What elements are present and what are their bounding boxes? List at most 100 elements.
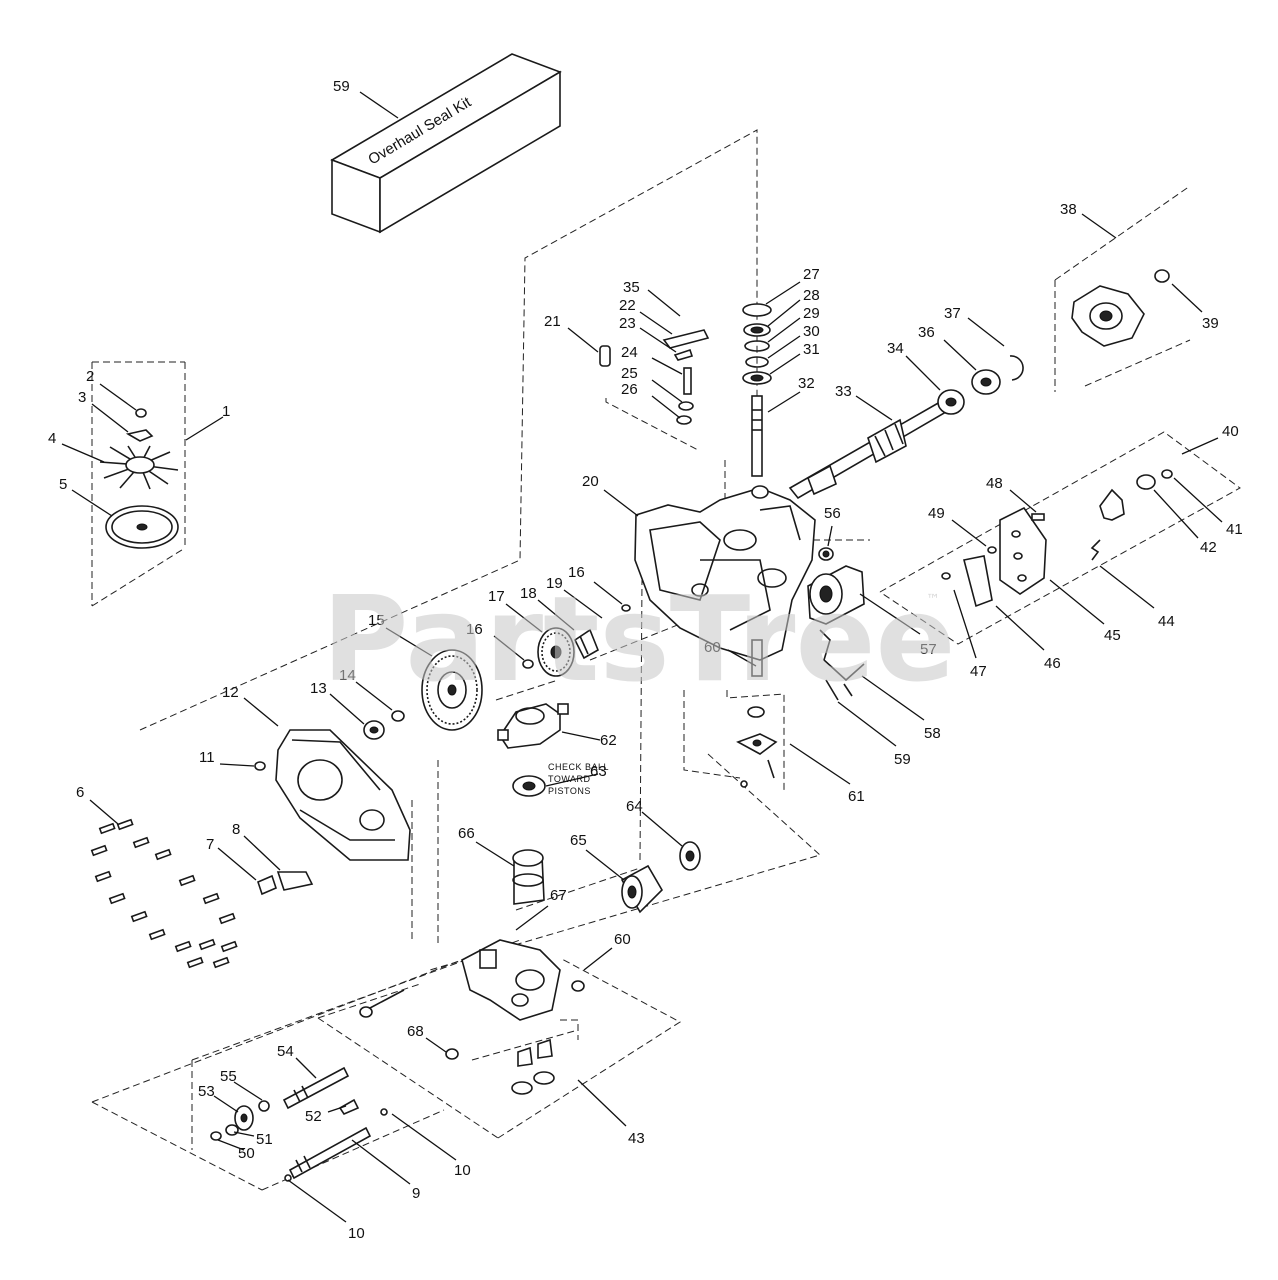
leader-41 [1173, 477, 1223, 523]
leader-31 [769, 353, 801, 375]
leader-2 [99, 383, 137, 411]
leader-46 [995, 605, 1045, 651]
callout-41: 41 [1226, 521, 1243, 538]
leader-19 [563, 589, 603, 619]
callout-15: 15 [368, 612, 385, 629]
leader-18 [537, 599, 575, 631]
leader-33 [855, 395, 893, 421]
leader-32 [767, 391, 801, 413]
callout-28: 28 [803, 287, 820, 304]
leader-23 [639, 327, 677, 353]
callout-49: 49 [928, 505, 945, 522]
leader-28 [767, 299, 801, 327]
main-housing [634, 485, 816, 677]
callout-60b: 60 [704, 639, 721, 656]
callout-43: 43 [628, 1130, 645, 1147]
callout-67: 66 [458, 825, 475, 842]
leader-38 [1081, 213, 1117, 239]
callout-25: 25 [621, 365, 638, 382]
leader-49 [951, 519, 987, 547]
callout-17: 17 [488, 588, 505, 605]
leader-61 [583, 947, 613, 971]
callout-23: 23 [619, 315, 636, 332]
leader-11 [219, 763, 255, 767]
callout-3: 3 [78, 389, 86, 406]
leader-58 [861, 675, 925, 721]
callout-35: 35 [623, 279, 640, 296]
callout-13: 13 [310, 680, 327, 697]
callout-31: 31 [803, 341, 820, 358]
leader-14 [355, 681, 393, 711]
callout-11: 11 [199, 749, 215, 766]
leader-16a [493, 635, 525, 661]
callout-70: 68 [407, 1023, 424, 1040]
callout-48: 48 [986, 475, 1003, 492]
callout-6: 6 [76, 784, 84, 801]
leader-60-top [359, 91, 399, 119]
note-line-2: TOWARD [548, 774, 591, 784]
leader-55 [233, 1081, 263, 1101]
bull-gear [421, 649, 483, 731]
pump-group [359, 703, 701, 1095]
note-line-1: CHECK BALL [548, 762, 609, 772]
callout-12: 12 [222, 684, 239, 701]
callout-63: 62 [600, 732, 617, 749]
callout-14: 14 [339, 667, 356, 684]
callout-4: 4 [48, 430, 56, 447]
callout-58: 58 [924, 725, 941, 742]
leader-1 [185, 416, 224, 441]
callout-33: 33 [835, 383, 852, 400]
callout-16a: 16 [466, 621, 483, 638]
callout-42: 42 [1200, 539, 1217, 556]
leader-16b [593, 581, 623, 605]
leader-7 [217, 847, 257, 881]
callout-10b: 10 [348, 1225, 365, 1242]
leader-44 [1099, 565, 1155, 609]
callout-18: 18 [520, 585, 537, 602]
callout-24: 24 [621, 344, 638, 361]
callout-52: 52 [305, 1108, 322, 1125]
motor-cylinder-block [620, 864, 664, 914]
callout-22: 22 [619, 297, 636, 314]
leader-39 [1171, 283, 1203, 313]
leader-48 [1009, 489, 1037, 513]
axle-group [788, 269, 1170, 500]
leader-13 [329, 693, 365, 725]
leader-62 [789, 743, 851, 785]
leader-24 [651, 357, 683, 375]
callout-26: 26 [621, 381, 638, 398]
leader-50 [217, 1139, 245, 1151]
leader-3 [91, 403, 129, 433]
callout-9: 9 [412, 1185, 420, 1202]
callout-20: 20 [582, 473, 599, 490]
callout-62: 61 [848, 788, 865, 805]
callout-27: 27 [803, 266, 820, 283]
pinion-gear [537, 627, 575, 677]
leader-21 [567, 327, 599, 353]
callout-30: 30 [803, 323, 820, 340]
callout-56: 56 [824, 505, 841, 522]
leader-arrows [61, 91, 1223, 1223]
callout-38: 38 [1060, 201, 1077, 218]
leader-17 [505, 603, 543, 633]
callout-16b: 16 [568, 564, 585, 581]
callout-55: 55 [220, 1068, 237, 1085]
callout-2: 2 [86, 368, 94, 385]
callout-66: 65 [570, 832, 587, 849]
callout-19: 19 [546, 575, 563, 592]
callout-5: 5 [59, 476, 67, 493]
assembly-boundary-lines [91, 129, 1241, 1191]
check-ball-note: CHECK BALL TOWARD PISTONS [548, 762, 609, 796]
brake-bypass-group [807, 469, 1173, 701]
leader-68 [515, 905, 549, 931]
callout-57: 57 [920, 641, 937, 658]
leader-25 [651, 379, 683, 403]
leader-35 [647, 289, 681, 317]
callout-29: 29 [803, 305, 820, 322]
callout-34: 34 [887, 340, 904, 357]
cooling-fan [99, 445, 179, 490]
callout-45: 45 [1104, 627, 1121, 644]
leader-26 [651, 395, 681, 419]
leader-29 [767, 317, 801, 343]
